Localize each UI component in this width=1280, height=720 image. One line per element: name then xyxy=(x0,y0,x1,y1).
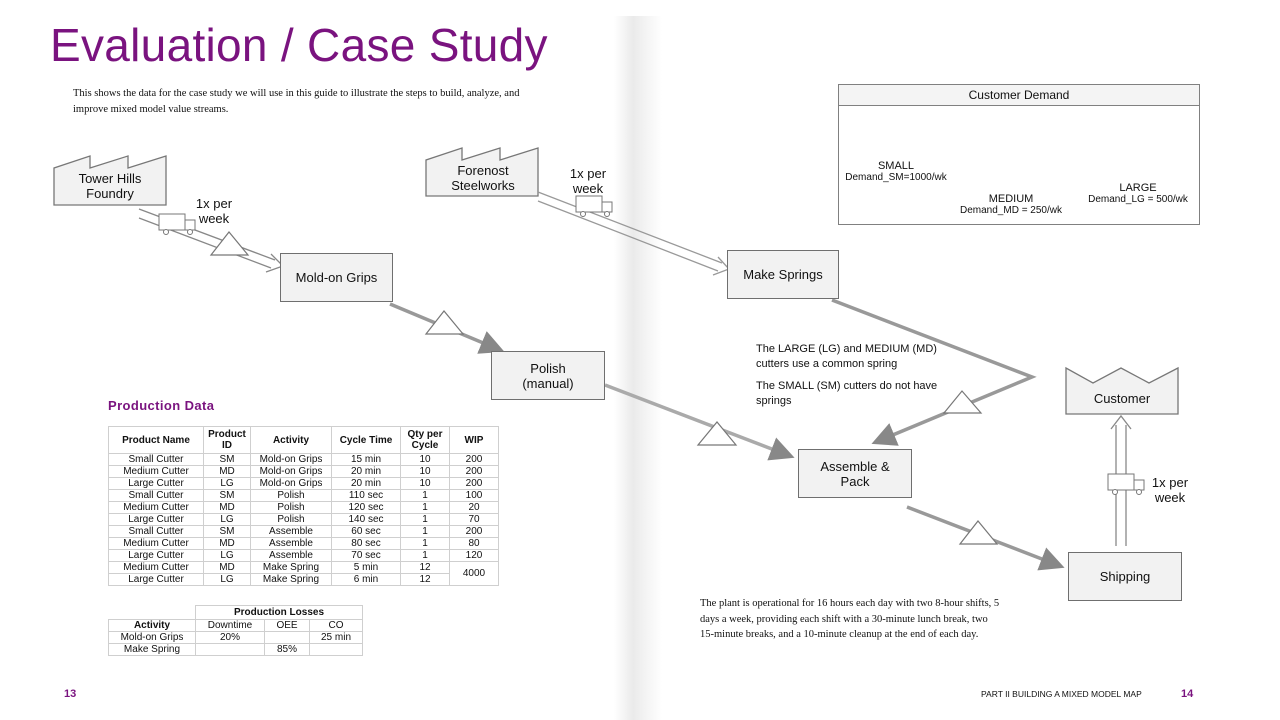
process-label: Assemble & Pack xyxy=(820,458,890,489)
production-losses-table: Production Losses Activity Downtime OEE … xyxy=(108,605,363,656)
table-cell: 6 min xyxy=(331,573,401,586)
supplier-forenost: Forenost Steelworks xyxy=(451,163,515,193)
intro-text: This shows the data for the case study w… xyxy=(73,88,520,115)
factory-icon-forenost xyxy=(425,147,539,197)
delivery-frequency-forenost: 1x per week xyxy=(569,166,607,196)
demand-medium: MEDIUM Demand_MD = 250/wk xyxy=(951,193,1071,217)
plant-operation-text: The plant is operational for 16 hours ea… xyxy=(700,598,1000,640)
note-small-no-spring: The SMALL (SM) cutters do not have sprin… xyxy=(756,380,938,407)
demand-medium-name: MEDIUM xyxy=(988,193,1034,205)
customer-icon xyxy=(1065,366,1179,415)
delivery-frequency-tower-hills: 1x per week xyxy=(195,196,233,226)
table-row: Make Spring 85% xyxy=(108,643,363,656)
page-number-right: 14 xyxy=(1181,688,1194,700)
demand-medium-value: Demand_MD = 250/wk xyxy=(960,205,1062,216)
inventory-triangle-3 xyxy=(696,421,738,446)
production-data-title: Production Data xyxy=(108,398,215,413)
supplier-tower-hills: Tower Hills Foundry xyxy=(78,171,142,201)
note-common-spring: The LARGE (LG) and MEDIUM (MD) cutters u… xyxy=(756,343,937,370)
push-arrow-polish-to-assemble xyxy=(604,383,795,461)
table-cell: Make Spring xyxy=(108,643,196,656)
table-header: Cycle Time xyxy=(331,426,401,454)
table-cell: 12 xyxy=(400,573,450,586)
demand-large-name: LARGE xyxy=(1119,182,1157,194)
demand-small-name: SMALL xyxy=(877,160,915,172)
inventory-triangle-2 xyxy=(424,310,465,335)
table-cell: LG xyxy=(203,573,251,586)
process-mold-on-grips: Mold-on Grips xyxy=(280,253,393,302)
process-label: Make Springs xyxy=(743,267,823,282)
process-polish: Polish (manual) xyxy=(491,351,605,400)
table-header-row: Product Name Product ID Activity Cycle T… xyxy=(108,426,499,454)
table-header: Activity xyxy=(250,426,332,454)
demand-small-value: Demand_SM=1000/wk xyxy=(845,172,947,183)
page-number-left: 13 xyxy=(64,688,77,700)
book-gutter xyxy=(614,16,662,720)
inventory-triangle-5 xyxy=(958,520,999,545)
customer-label: Customer xyxy=(1093,391,1151,406)
process-label: Shipping xyxy=(1099,569,1151,584)
truck-icon-tower-hills xyxy=(158,213,196,235)
inventory-triangle-4 xyxy=(942,390,983,414)
process-shipping: Shipping xyxy=(1068,552,1182,601)
push-arrow-springs-to-assemble xyxy=(831,298,1037,446)
table-cell xyxy=(309,643,363,656)
factory-icon-tower-hills xyxy=(53,155,167,206)
table-cell: Large Cutter xyxy=(108,573,204,586)
demand-small: SMALL Demand_SM=1000/wk xyxy=(841,160,951,184)
customer-demand-box: Customer Demand SMALL Demand_SM=1000/wk … xyxy=(838,84,1200,225)
process-assemble-pack: Assemble & Pack xyxy=(798,449,912,498)
table-cell: 4000 xyxy=(449,561,499,586)
process-label: Polish (manual) xyxy=(522,360,574,391)
footer-part-title: PART II BUILDING A MIXED MODEL MAP xyxy=(981,689,1142,699)
truck-icon-forenost xyxy=(575,195,613,217)
slide-title: Evaluation / Case Study xyxy=(50,19,548,71)
demand-large: LARGE Demand_LG = 500/wk xyxy=(1079,182,1197,206)
process-label: Mold-on Grips xyxy=(295,270,378,285)
process-make-springs: Make Springs xyxy=(727,250,839,299)
customer-demand-title: Customer Demand xyxy=(839,85,1199,106)
truck-icon-shipping xyxy=(1107,473,1145,495)
table-cell: 85% xyxy=(264,643,310,656)
shipment-arrow-forenost xyxy=(537,191,723,272)
inventory-triangle-1 xyxy=(209,231,250,256)
demand-large-value: Demand_LG = 500/wk xyxy=(1088,194,1188,205)
production-data-table: Product Name Product ID Activity Cycle T… xyxy=(108,426,499,586)
delivery-frequency-shipping: 1x per week xyxy=(1151,475,1189,505)
